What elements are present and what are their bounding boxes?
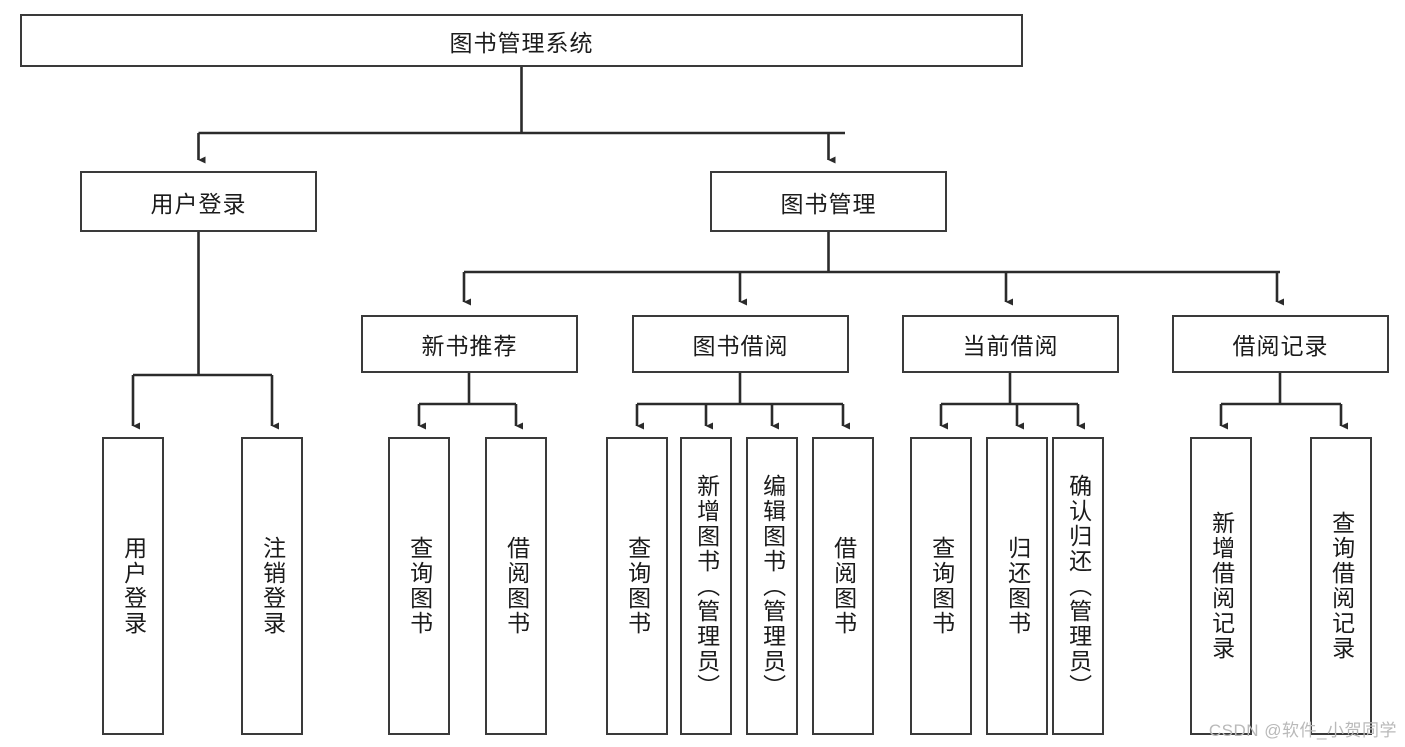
- node-user-login[interactable]: 用户登录: [80, 171, 317, 232]
- node-leaf-query-record-label: 查询借阅记录: [1328, 511, 1355, 661]
- node-book-manage[interactable]: 图书管理: [710, 171, 947, 232]
- node-leaf-borrow-book-1-label: 借阅图书: [503, 536, 530, 636]
- node-leaf-confirm-return[interactable]: 确认归还（管理员）: [1052, 437, 1104, 735]
- node-leaf-user-login[interactable]: 用户登录: [102, 437, 164, 735]
- node-leaf-edit-book-label: 编辑图书（管理员）: [759, 473, 786, 699]
- node-leaf-return-book[interactable]: 归还图书: [986, 437, 1048, 735]
- node-book-manage-label: 图书管理: [780, 190, 877, 217]
- node-leaf-query-book-2[interactable]: 查询图书: [606, 437, 668, 735]
- node-user-login-label: 用户登录: [150, 190, 247, 217]
- node-borrow-record[interactable]: 借阅记录: [1172, 315, 1389, 373]
- node-leaf-user-login-label: 用户登录: [120, 536, 147, 636]
- node-leaf-query-book-1-label: 查询图书: [406, 536, 433, 636]
- node-root-label: 图书管理系统: [449, 29, 594, 56]
- node-leaf-query-book-3[interactable]: 查询图书: [910, 437, 972, 735]
- node-leaf-add-record[interactable]: 新增借阅记录: [1190, 437, 1252, 735]
- node-leaf-query-record[interactable]: 查询借阅记录: [1310, 437, 1372, 735]
- node-leaf-confirm-return-label: 确认归还（管理员）: [1065, 473, 1092, 699]
- node-leaf-query-book-1[interactable]: 查询图书: [388, 437, 450, 735]
- node-leaf-borrow-book-1[interactable]: 借阅图书: [485, 437, 547, 735]
- node-new-book-rec[interactable]: 新书推荐: [361, 315, 578, 373]
- node-leaf-logout-label: 注销登录: [259, 536, 286, 636]
- node-current-borrow[interactable]: 当前借阅: [902, 315, 1119, 373]
- node-book-borrow[interactable]: 图书借阅: [632, 315, 849, 373]
- node-book-borrow-label: 图书借阅: [692, 333, 789, 359]
- node-leaf-edit-book[interactable]: 编辑图书（管理员）: [746, 437, 798, 735]
- node-leaf-query-book-2-label: 查询图书: [624, 536, 651, 636]
- node-leaf-add-book-label: 新增图书（管理员）: [693, 473, 720, 699]
- node-leaf-borrow-book-2[interactable]: 借阅图书: [812, 437, 874, 735]
- node-leaf-logout[interactable]: 注销登录: [241, 437, 303, 735]
- node-leaf-add-record-label: 新增借阅记录: [1208, 511, 1235, 661]
- node-leaf-borrow-book-2-label: 借阅图书: [830, 536, 857, 636]
- node-leaf-return-book-label: 归还图书: [1004, 536, 1031, 636]
- node-leaf-add-book[interactable]: 新增图书（管理员）: [680, 437, 732, 735]
- node-new-book-rec-label: 新书推荐: [421, 333, 518, 359]
- node-root[interactable]: 图书管理系统: [20, 14, 1023, 67]
- node-borrow-record-label: 借阅记录: [1232, 333, 1329, 359]
- node-leaf-query-book-3-label: 查询图书: [928, 536, 955, 636]
- node-current-borrow-label: 当前借阅: [962, 333, 1059, 359]
